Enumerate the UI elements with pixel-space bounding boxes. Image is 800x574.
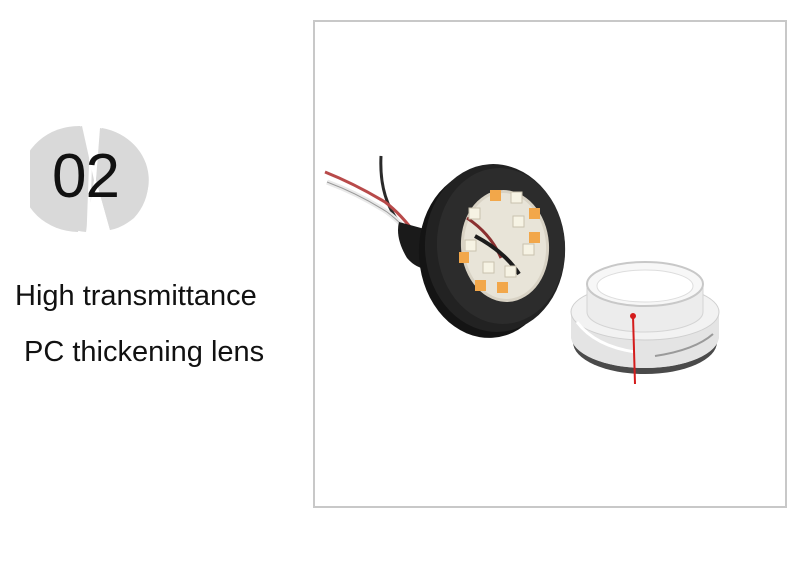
product-photo — [313, 20, 787, 508]
step-badge-icon — [30, 124, 149, 234]
caption-line-2: PC thickening lens — [24, 336, 265, 368]
led-module-icon — [398, 164, 566, 338]
step-number: 02 — [52, 142, 120, 211]
callout-line — [632, 315, 636, 385]
caption-line-1: High transmittance — [15, 280, 257, 312]
clear-lens-icon — [570, 261, 720, 385]
